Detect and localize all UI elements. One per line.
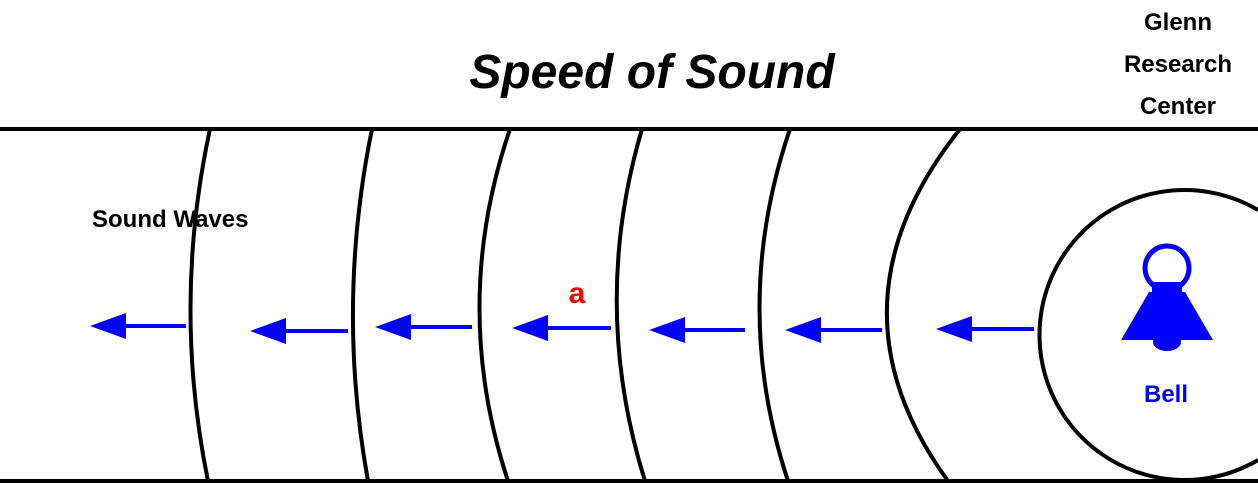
bell-icon xyxy=(1121,243,1213,351)
org-line-2: Research xyxy=(1124,51,1232,78)
point-a-label: a xyxy=(569,277,586,310)
sound-waves-label: Sound Waves xyxy=(92,206,248,233)
arrow-5 xyxy=(649,317,745,343)
arrow-3 xyxy=(375,314,472,340)
wave-front-5 xyxy=(757,127,792,483)
wave-front-2 xyxy=(350,127,374,483)
diagram-title: Speed of Sound xyxy=(469,46,836,99)
arrow-6 xyxy=(785,317,882,343)
wave-front-6 xyxy=(884,127,962,483)
wave-front-3 xyxy=(477,127,512,483)
wave-front-4 xyxy=(614,127,647,483)
arrow-2 xyxy=(250,318,348,344)
arrow-1 xyxy=(90,313,186,339)
bell-label: Bell xyxy=(1144,381,1188,408)
arrow-4 xyxy=(512,315,611,341)
wave-front-1 xyxy=(188,127,212,483)
org-line-1: Glenn xyxy=(1144,9,1212,36)
org-line-3: Center xyxy=(1140,93,1216,120)
bell-enclosure-circle xyxy=(1037,188,1258,482)
arrow-7 xyxy=(936,316,1034,342)
